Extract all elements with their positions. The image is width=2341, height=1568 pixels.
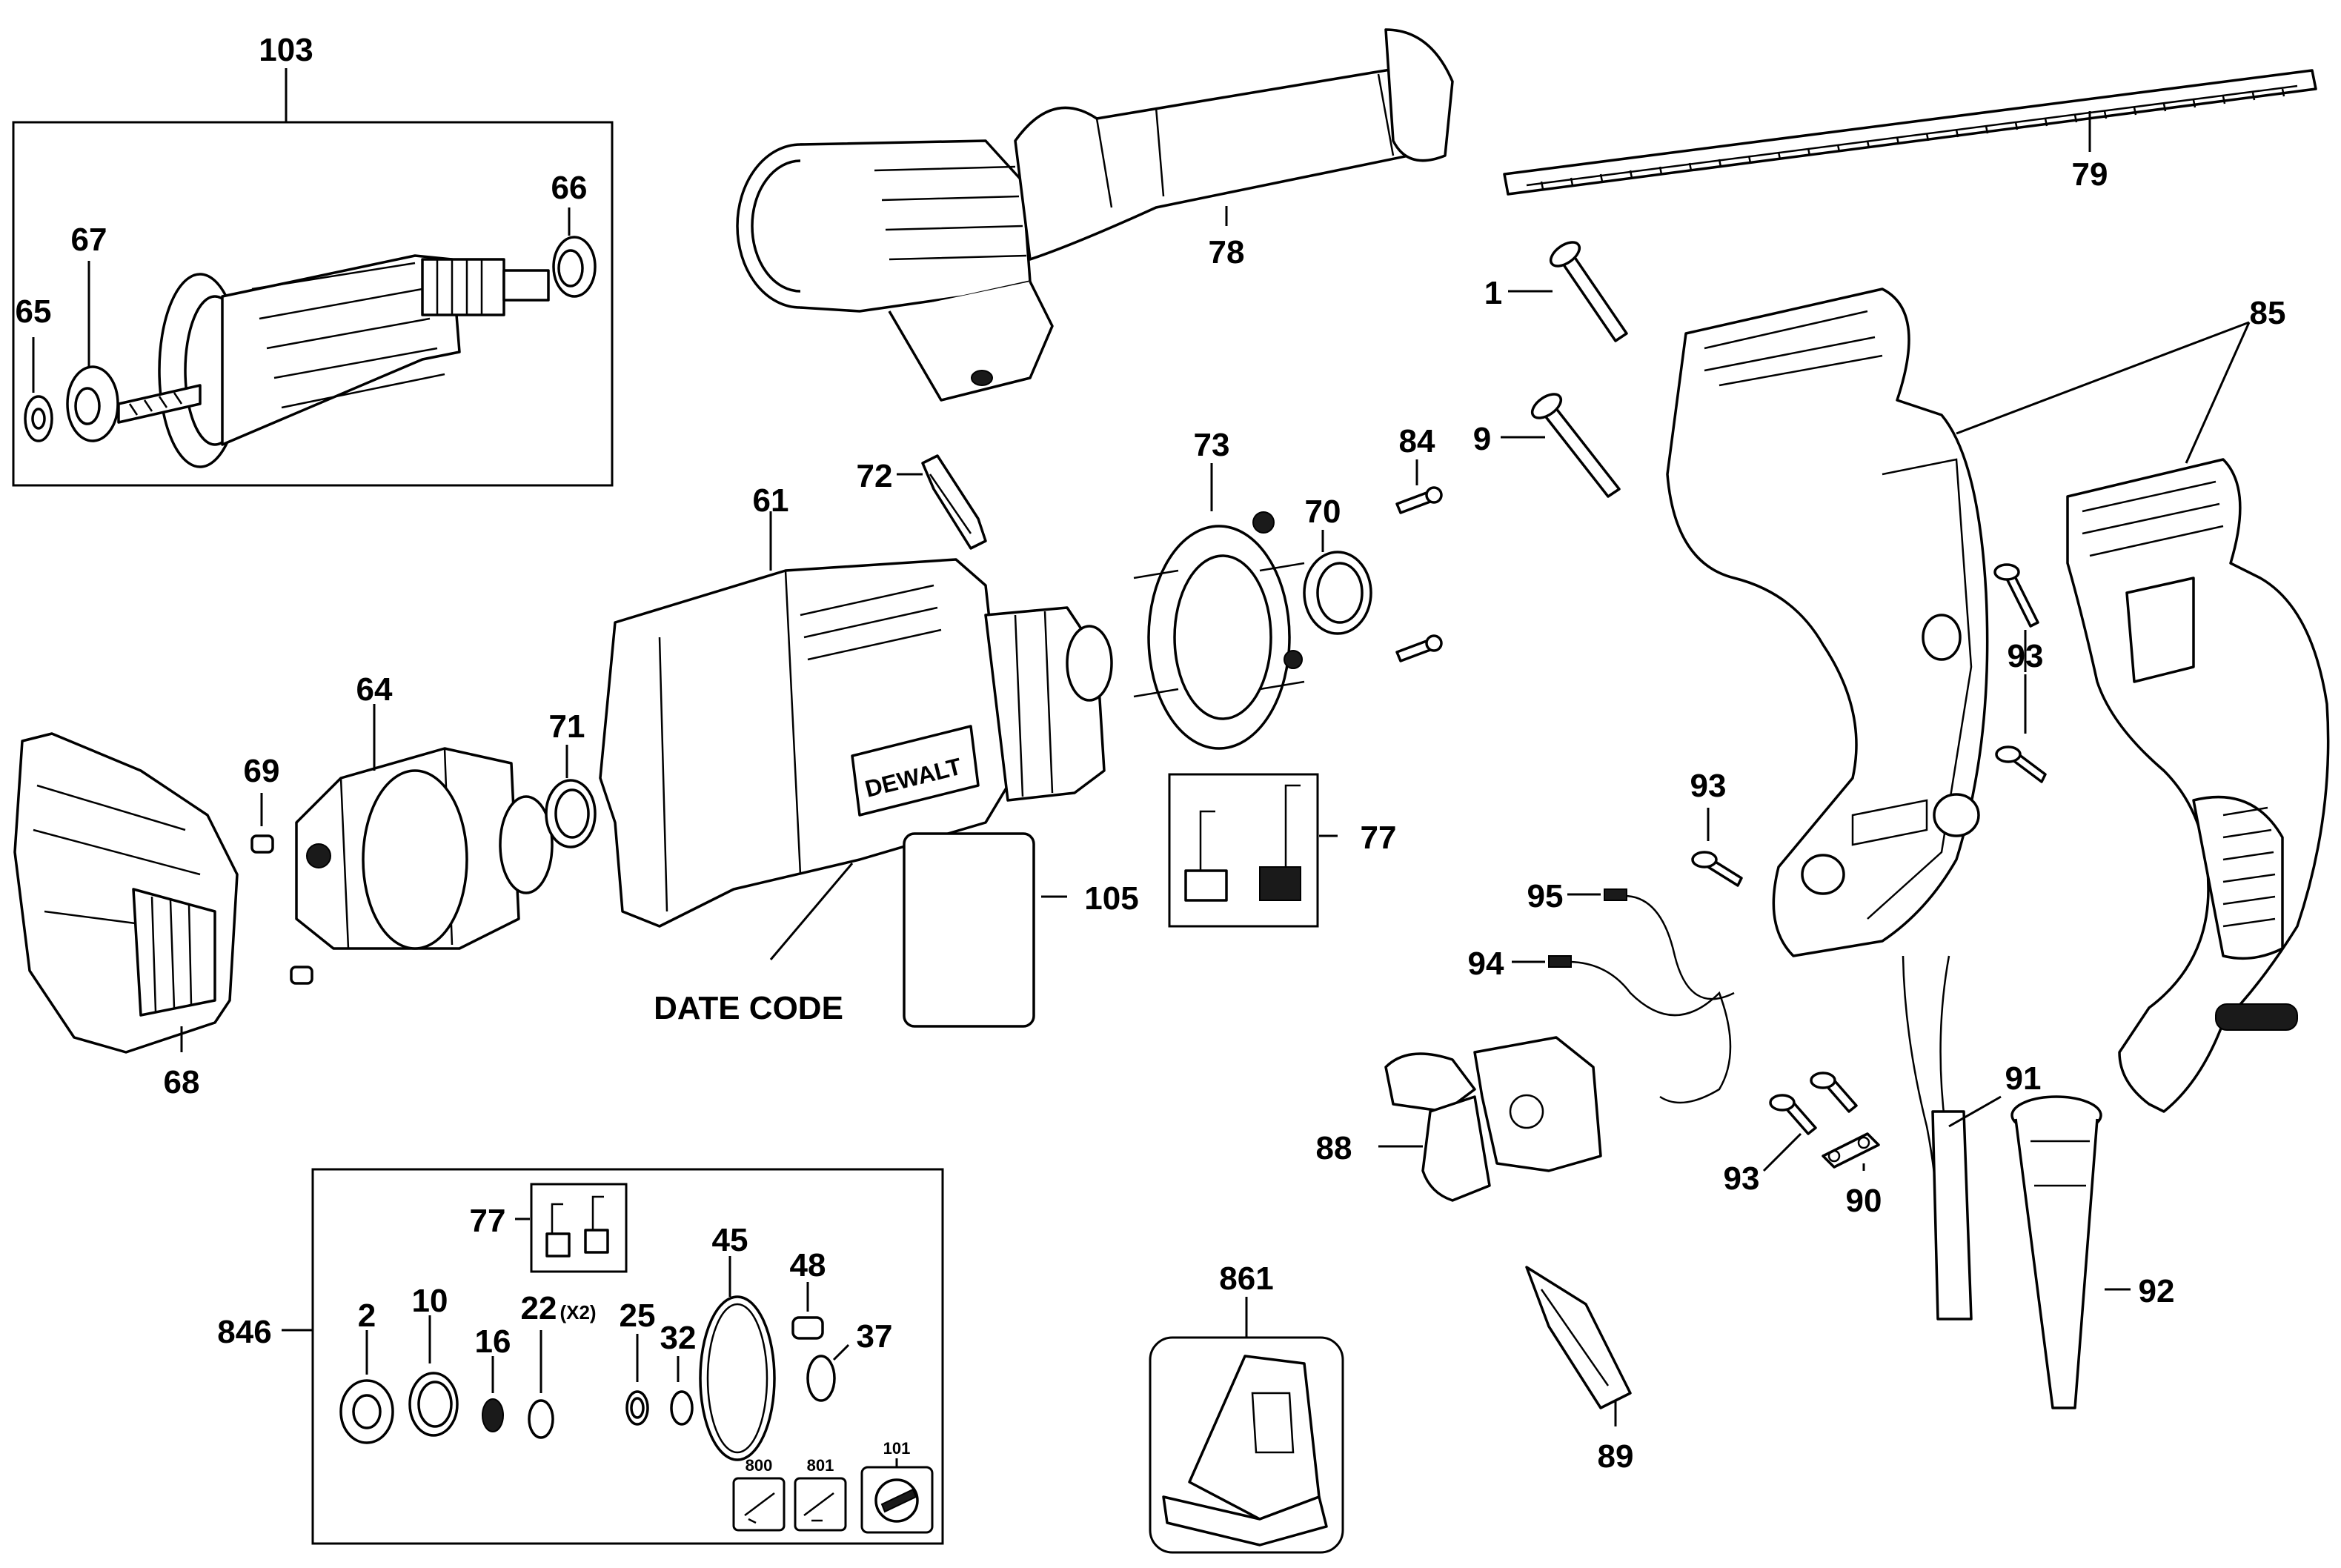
label-861: 861 <box>1219 1260 1273 1297</box>
wire-94: 94 <box>1468 946 1732 1104</box>
label-22: 22 <box>521 1290 557 1326</box>
label-77-kit: 77 <box>470 1203 506 1239</box>
label-61: 61 <box>753 482 789 519</box>
side-handle-part: 78 <box>736 28 1454 402</box>
label-70: 70 <box>1305 494 1341 530</box>
label-93a: 93 <box>2008 638 2044 674</box>
label-89: 89 <box>1598 1438 1634 1475</box>
label-65: 65 <box>16 293 52 330</box>
switch-88: 88 <box>1316 1036 1602 1202</box>
label-x2: (X2) <box>559 1301 596 1323</box>
depth-rod-part: 79 <box>1503 69 2317 196</box>
label-84: 84 <box>1399 423 1435 459</box>
label-45: 45 <box>712 1222 748 1258</box>
bearing-66: 66 <box>551 170 597 298</box>
label-37: 37 <box>857 1318 893 1355</box>
cord-protector-92: 92 <box>2010 1095 2175 1409</box>
housing-left-half <box>1666 288 2250 957</box>
label-9: 9 <box>1473 421 1491 457</box>
label-846: 846 <box>217 1314 271 1350</box>
wire-95: 95 <box>1527 878 1735 1000</box>
label-71: 71 <box>549 708 585 745</box>
label-91: 91 <box>2005 1060 2042 1097</box>
label-1: 1 <box>1484 275 1502 311</box>
armature-part <box>117 254 550 468</box>
ring-71: 71 <box>545 708 597 848</box>
label-101: 101 <box>883 1439 911 1458</box>
kit-case-861: 861 <box>1149 1260 1344 1554</box>
label-800: 800 <box>746 1456 773 1475</box>
housing-right-half: 85 <box>2066 295 2330 1113</box>
bearing-67: 67 <box>66 222 119 442</box>
label-93c: 93 <box>1724 1160 1760 1197</box>
label-32: 32 <box>660 1320 697 1356</box>
label-66: 66 <box>551 170 588 206</box>
label-10: 10 <box>412 1283 448 1319</box>
label-69: 69 <box>244 753 280 789</box>
label-72: 72 <box>857 458 893 494</box>
label-105: 105 <box>1084 880 1138 917</box>
clamp-90: 90 <box>1822 1132 1882 1219</box>
field-64: 64 <box>295 671 554 950</box>
service-kit-846: 846 77 2 10 16 22 (X2) 25 32 45 <box>217 1168 944 1545</box>
label-77: 77 <box>1361 820 1397 856</box>
screw-84: 84 <box>1395 423 1443 662</box>
label-67: 67 <box>71 222 107 258</box>
washer-65: 65 <box>16 293 53 442</box>
label-801: 801 <box>807 1456 834 1475</box>
screw-1: 1 <box>1484 241 1628 342</box>
label-103: 103 <box>259 32 313 68</box>
label-90: 90 <box>1846 1183 1882 1219</box>
label-92: 92 <box>2139 1273 2175 1309</box>
label-94: 94 <box>1468 946 1504 982</box>
label-48: 48 <box>790 1247 826 1283</box>
screw-93-group: 93 93 93 <box>1690 563 2047 1197</box>
label-2: 2 <box>358 1298 376 1334</box>
label-95: 95 <box>1527 878 1564 914</box>
cord-91: 91 <box>1902 955 2042 1320</box>
label-85: 85 <box>2250 295 2286 331</box>
label-88: 88 <box>1316 1130 1352 1166</box>
armature-kit-box: 103 <box>12 32 614 487</box>
label-date-code: DATE CODE <box>654 990 843 1026</box>
label-plate-105: 105 <box>903 832 1139 1028</box>
bracket-89: 89 <box>1525 1266 1634 1475</box>
label-16: 16 <box>475 1323 511 1360</box>
label-64: 64 <box>356 671 393 708</box>
gear-housing-61: DEWALT 61 DATE CODE <box>599 482 1113 1026</box>
ring-70: 70 <box>1303 494 1372 635</box>
label-73: 73 <box>1194 427 1230 463</box>
brush-holder-73: 73 <box>1133 427 1305 750</box>
clip-72: 72 <box>857 454 987 550</box>
label-93b: 93 <box>1690 768 1727 804</box>
label-79: 79 <box>2072 156 2108 193</box>
brush-set-77: 77 <box>1168 773 1397 928</box>
label-25: 25 <box>620 1298 656 1334</box>
label-68: 68 <box>164 1064 200 1100</box>
pin-69: 69 <box>244 753 313 985</box>
screw-9: 9 <box>1473 393 1621 498</box>
end-cover-68: 68 <box>13 732 239 1100</box>
label-78: 78 <box>1209 234 1245 270</box>
